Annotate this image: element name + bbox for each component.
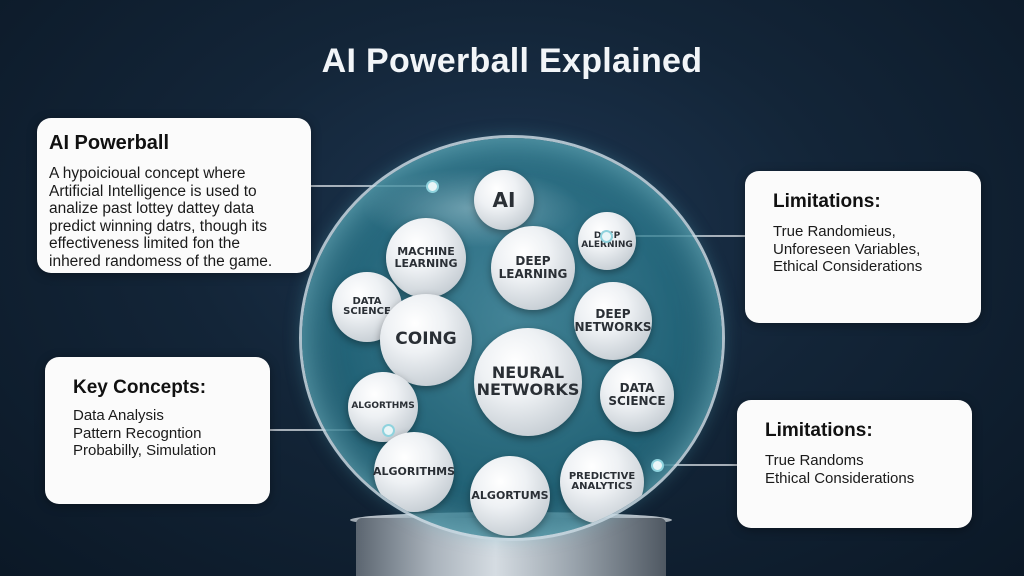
ball-label: NETWORKS bbox=[574, 320, 652, 334]
description-line: Artificial Intelligence is used to bbox=[49, 182, 257, 200]
ball-label: ALERNING bbox=[581, 240, 633, 250]
connector-dot-limitations-2 bbox=[651, 459, 664, 472]
description-line: A hypoicioual concept where bbox=[49, 165, 246, 182]
description-line: effectiveness limited fon the bbox=[49, 235, 240, 252]
ball-label: ALGORITHMS bbox=[372, 465, 456, 479]
limitation-item: True Randoms bbox=[765, 452, 864, 469]
ball-label: LEARNING bbox=[498, 267, 568, 281]
limitations-list: True Randoms Ethical Considerations bbox=[765, 452, 962, 487]
ball-label: COING bbox=[395, 329, 457, 350]
limitations-card-top: Limitations: True Randomieus, Unforeseen… bbox=[745, 171, 981, 323]
ball-label: LEARNING bbox=[394, 257, 458, 270]
key-concept-item: Data Analysis bbox=[73, 407, 164, 424]
ball-label: NETWORKS bbox=[476, 380, 580, 399]
limitation-item: Ethical Considerations bbox=[773, 258, 923, 275]
limitations-title: Limitations: bbox=[773, 191, 881, 212]
description-line: analize past lottey dattey data bbox=[49, 200, 255, 217]
limitations-list: True Randomieus, Unforeseen Variables, E… bbox=[773, 223, 971, 276]
ball-label: SCIENCE bbox=[608, 394, 666, 408]
limitation-item: Ethical Considerations bbox=[765, 469, 915, 487]
ball-label: DATA bbox=[619, 381, 655, 396]
key-concepts-card: Key Concepts: Data Analysis Pattern Reco… bbox=[45, 357, 270, 504]
ball-label: ANALYTICS bbox=[571, 481, 633, 492]
ball-ai: AI bbox=[474, 170, 534, 230]
ball-algortums: ALGORTUMS bbox=[470, 456, 550, 536]
ball-label: AI bbox=[492, 187, 516, 212]
description-line: inhered randomess of the game. bbox=[49, 252, 273, 270]
key-concept-item: Probabilly, Simulation bbox=[73, 442, 217, 459]
limitation-item: Unforeseen Variables, bbox=[773, 240, 921, 258]
ball-label: ALGORTHMS bbox=[351, 401, 415, 412]
key-concepts-list: Data Analysis Pattern Recogntion Probabi… bbox=[73, 407, 260, 460]
connector-dot-ai-powerball bbox=[426, 180, 439, 193]
connector-dot-key-concepts bbox=[382, 424, 395, 437]
ball-label: ALGORTUMS bbox=[471, 489, 549, 503]
limitations-card-bottom: Limitations: True Randoms Ethical Consid… bbox=[737, 400, 972, 528]
ball-label: DATA bbox=[352, 295, 382, 307]
ai-powerball-description: A hypoicioual concept where Artificial I… bbox=[49, 165, 301, 270]
ball-coing: COING bbox=[380, 294, 472, 386]
ball-label: MACHINE bbox=[397, 245, 455, 259]
ball-label: PREDICTIVE bbox=[568, 470, 636, 482]
ball-label: SCIENCE bbox=[343, 306, 391, 317]
limitations-title: Limitations: bbox=[765, 420, 873, 441]
ball-algorithms: ALGORITHMS bbox=[372, 432, 456, 512]
page-title: AI Powerball Explained bbox=[321, 42, 703, 80]
key-concept-item: Pattern Recogntion bbox=[73, 424, 202, 442]
ball-label: NEURAL bbox=[491, 363, 565, 383]
limitation-item: True Randomieus, bbox=[773, 223, 896, 240]
ai-powerball-card: AI Powerball A hypoicioual concept where… bbox=[37, 118, 311, 273]
description-line: predict winning datrs, though its bbox=[49, 217, 267, 235]
connector-dot-limitations-1 bbox=[600, 230, 613, 243]
ball-label: DEEP bbox=[515, 254, 551, 269]
key-concepts-title: Key Concepts: bbox=[73, 377, 207, 398]
ai-powerball-title: AI Powerball bbox=[49, 132, 170, 154]
ball-label: DEEP bbox=[595, 307, 631, 322]
